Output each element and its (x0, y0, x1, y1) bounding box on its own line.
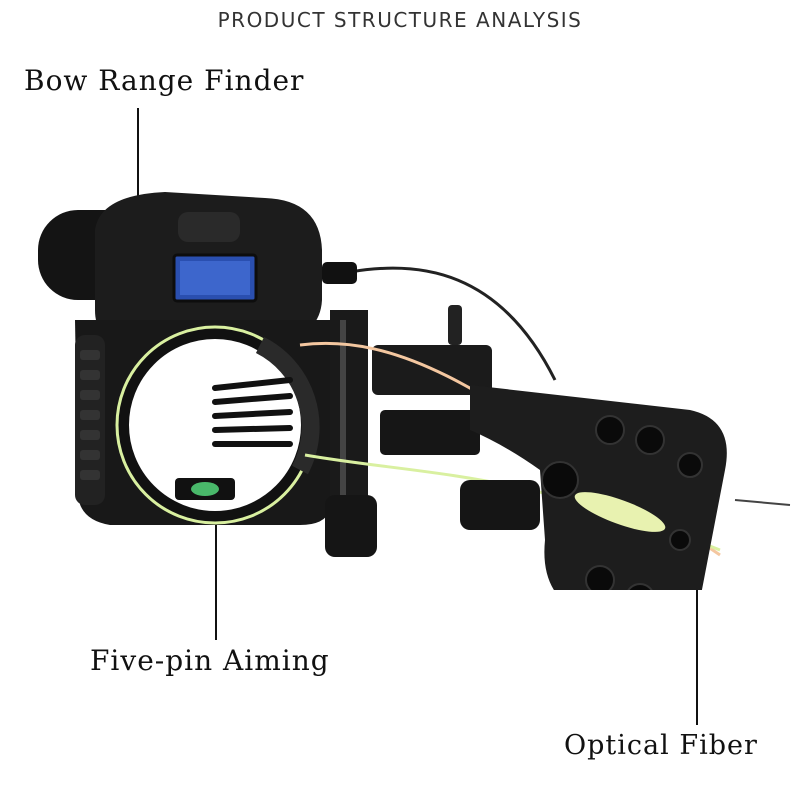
five-pins (212, 377, 293, 447)
callout-bow-range-finder: Bow Range Finder (24, 64, 305, 97)
ring-inner-shadow (255, 336, 320, 475)
callout-five-pin-aiming: Five-pin Aiming (90, 644, 330, 677)
cable (349, 266, 557, 381)
cable-connector (322, 262, 357, 284)
bow-sight-product-image (38, 192, 791, 590)
leader-line-optical-fiber (696, 535, 698, 725)
mounting-holes (541, 415, 703, 590)
knob-post (448, 305, 462, 345)
leader-line-range-finder (137, 108, 139, 253)
range-finder-button (178, 212, 240, 242)
callout-optical-fiber: Optical Fiber (564, 730, 758, 761)
base-mount (460, 480, 540, 530)
page-title: PRODUCT STRUCTURE ANALYSIS (217, 8, 583, 32)
cable-tail (734, 499, 791, 506)
fiber-window (574, 492, 666, 532)
adjust-knob (325, 495, 377, 557)
vertical-rail (330, 310, 368, 510)
